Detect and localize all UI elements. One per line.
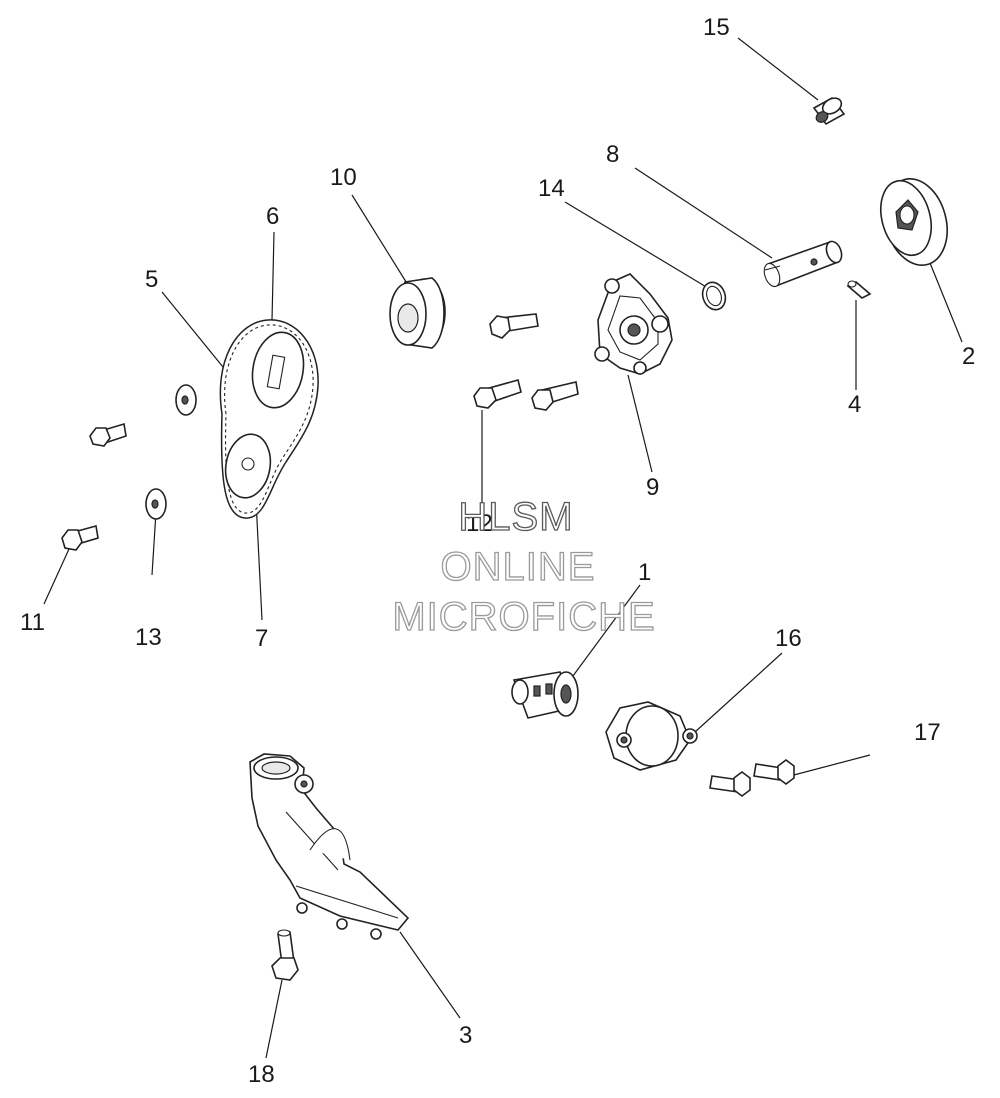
part-3-oil-strainer [249,753,410,940]
callout-2: 2 [962,343,975,370]
callout-15: 15 [703,14,730,41]
part-15-bushing [812,96,846,126]
callout-17: 17 [914,719,941,746]
callout-11: 11 [20,609,45,636]
callout-5: 5 [145,266,158,293]
part-17-bolts [709,759,795,797]
callout-labels: 15 8 14 10 6 5 2 4 9 12 11 13 7 1 16 17 … [20,14,975,1088]
callout-14: 14 [538,175,565,202]
watermark-line-2: ONLINE [441,545,596,589]
callout-8: 8 [606,141,619,168]
callout-9: 9 [646,474,659,501]
washer-upper [175,384,197,416]
part-11-bolt [61,524,99,551]
watermark-line-3: MICROFICHE [392,595,655,639]
part-2-outer-rotor [880,177,948,267]
callout-18: 18 [248,1061,275,1088]
callout-7: 7 [255,625,268,652]
callout-13: 13 [135,624,162,651]
part-1-drive-gear [511,671,579,719]
callout-1: 1 [638,559,651,586]
flange-bolts-upper [473,313,579,411]
part-5-6-7-chain-sprockets [219,319,319,519]
callout-12: 12 [466,510,493,537]
part-10-seal [389,277,446,349]
part-18-bolt [271,929,299,981]
part-16-pump-cover [605,701,698,771]
callout-6: 6 [266,203,279,230]
part-4-pin [846,280,872,299]
part-9-pump-body [594,273,673,375]
callout-10: 10 [330,164,357,191]
part-13-washer [145,488,167,520]
bolt-upper-left [89,422,127,447]
callout-4: 4 [848,391,861,418]
callout-3: 3 [459,1022,472,1049]
watermark: HLSM ONLINE MICROFICHE [392,494,656,639]
part-8-shaft [763,240,843,288]
callout-16: 16 [775,625,802,652]
part-14-o-ring [701,281,727,311]
watermark-line-1: HLSM [458,495,573,539]
